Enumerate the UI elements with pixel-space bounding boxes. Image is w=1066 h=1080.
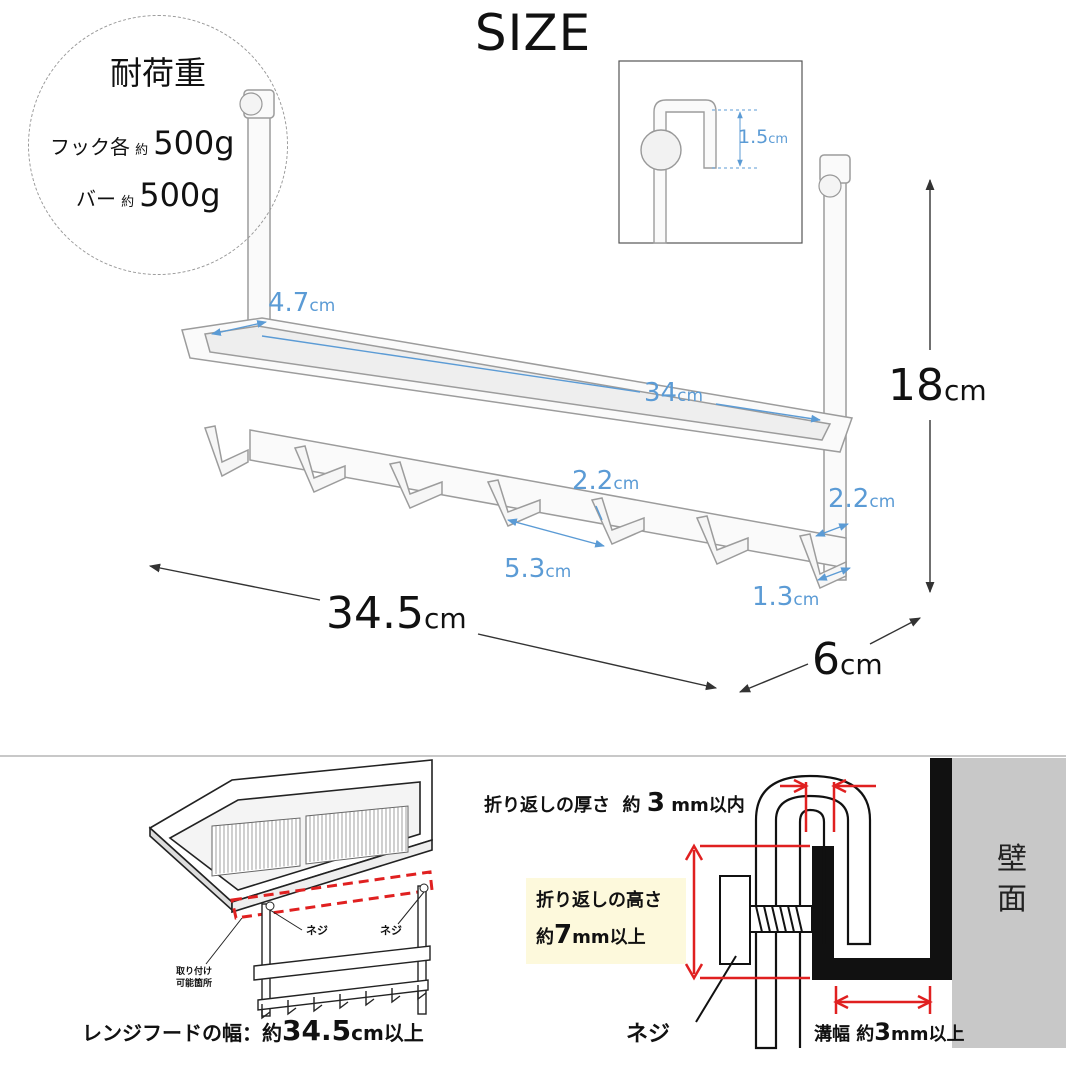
mount-area-label: 取り付け 可能箇所	[176, 967, 213, 989]
dim-depth: 6cm	[812, 634, 883, 685]
section-divider	[0, 755, 1066, 757]
screw-label-left: ネジ	[306, 924, 328, 937]
fold-thickness-label: 折り返しの厚さ 約 3 mm以内	[484, 788, 745, 818]
dim-bar-depth: 4.7cm	[268, 288, 336, 318]
load-row-hook: フック各 約 500g	[50, 124, 235, 162]
dim-clip-gap: 1.5cm	[738, 126, 789, 148]
clip-inset	[618, 60, 803, 244]
dim-hook-height: 2.2cm	[828, 484, 896, 514]
groove-width-label: 溝幅 約3mm以上	[814, 1018, 965, 1046]
screw-label-right: ネジ	[380, 924, 402, 937]
screw-label: ネジ	[626, 1022, 671, 1047]
dim-hook-depth: 1.3cm	[752, 582, 820, 612]
dim-height: 18cm	[888, 360, 987, 411]
hood-width-requirement: レンジフードの幅：約34.5cm以上	[82, 1014, 424, 1047]
wall-label: 壁 面	[997, 842, 1027, 917]
fold-height-note	[526, 878, 686, 964]
page-title: SIZE	[474, 4, 592, 62]
load-row-bar: バー 約 500g	[76, 176, 221, 214]
right-knob	[818, 174, 842, 198]
fold-height-title: 折り返しの高さ	[536, 890, 662, 911]
dim-hook-pitch: 5.3cm	[504, 554, 572, 584]
dim-bar-length: 34cm	[644, 378, 704, 408]
load-heading: 耐荷重	[109, 54, 206, 92]
load-capacity-badge	[28, 15, 288, 275]
fold-height-value: 約7mm以上	[536, 920, 646, 950]
dim-width: 34.5cm	[326, 588, 467, 639]
dim-hook-gap: 2.2cm	[572, 466, 640, 496]
